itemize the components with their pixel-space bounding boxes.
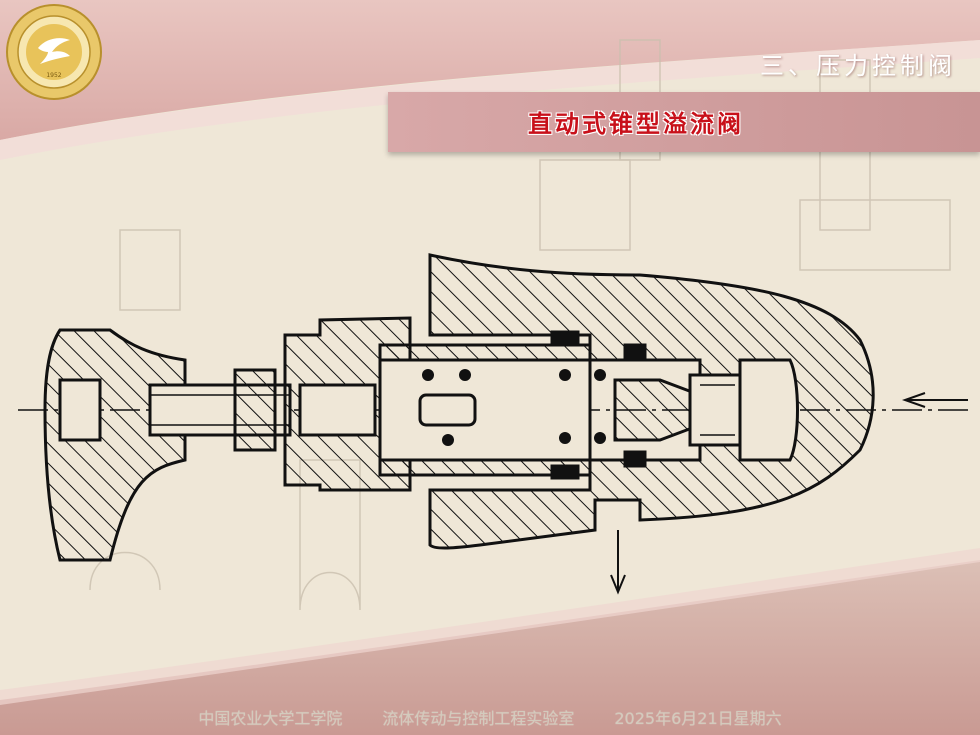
subtitle-bar: 直动式锥型溢流阀: [388, 92, 980, 152]
spring: [422, 369, 606, 446]
footer: 中国农业大学工学院 流体传动与控制工程实验室 2025年6月21日星期六: [0, 705, 980, 735]
slide-subtitle: 直动式锥型溢流阀: [528, 109, 744, 138]
footer-university: 中国农业大学工学院: [198, 709, 343, 728]
inlet-port: [738, 358, 799, 462]
section-title: 三、压力控制阀: [760, 52, 956, 80]
seal-right-top: [623, 343, 647, 361]
footer-date: 2025年6月21日星期六: [614, 709, 782, 728]
seal-top: [550, 330, 580, 346]
footer-lab: 流体传动与控制工程实验室: [382, 709, 575, 728]
relief-valve-cross-section: [18, 253, 970, 595]
college-logo: 1952: [6, 4, 102, 100]
inlet-arrow-icon: [901, 392, 926, 408]
seal-right-bottom: [623, 450, 647, 468]
adjusting-knob: [43, 328, 187, 562]
valve-seat: [688, 373, 742, 447]
svg-text:1952: 1952: [46, 72, 61, 79]
valve-body: [428, 253, 875, 550]
seal-bottom: [550, 464, 580, 480]
poppet: [613, 378, 702, 442]
spring-chamber: [378, 358, 592, 462]
outlet-arrow-icon: [610, 574, 626, 595]
